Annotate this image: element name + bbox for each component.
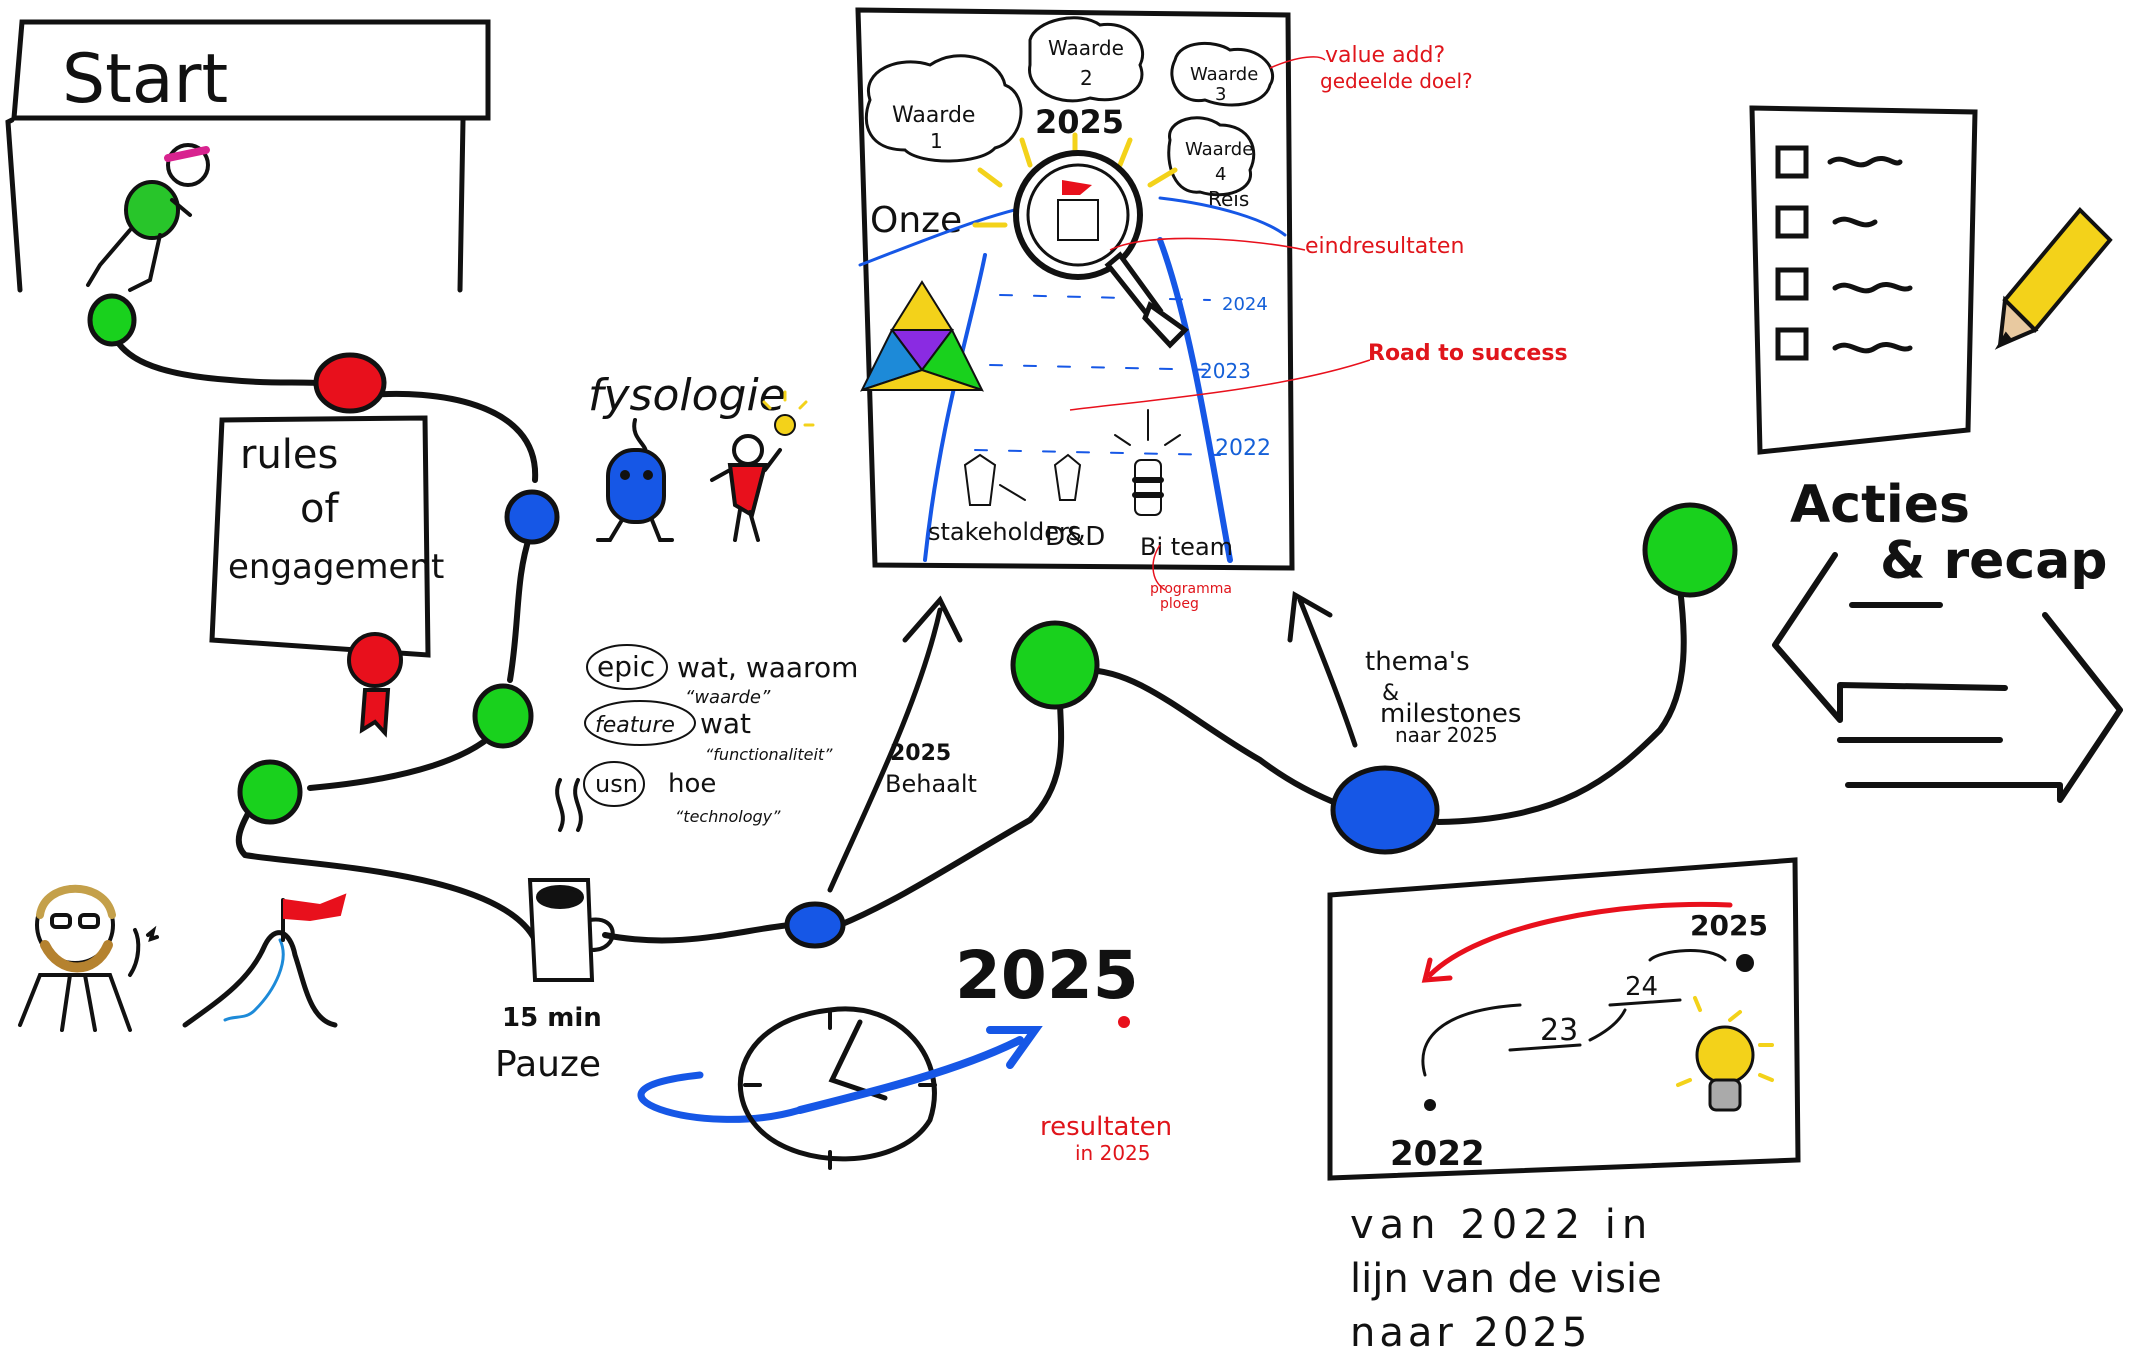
concept-term: feature xyxy=(595,713,675,738)
group-label: stakeholders xyxy=(928,518,1081,546)
node-blue xyxy=(1330,765,1440,855)
red-person-figure xyxy=(710,434,782,542)
value-label: Waarde xyxy=(1190,64,1258,85)
clock-note-1: resultaten xyxy=(1040,1112,1172,1142)
node-green xyxy=(237,759,303,825)
value-clouds xyxy=(864,16,1274,197)
annotation-lines xyxy=(1069,56,1371,591)
vision-year: 2025 xyxy=(1035,103,1124,141)
value-num: 4 xyxy=(1215,164,1226,185)
group-label: Bi team xyxy=(1140,533,1233,561)
node-green xyxy=(472,683,534,749)
concept-term: usn xyxy=(595,770,638,798)
rules-line-2: of xyxy=(300,486,339,532)
rules-line-3: engagement xyxy=(228,547,444,587)
idea-bulb-icon xyxy=(1695,1025,1755,1112)
concept-quote: “technology” xyxy=(675,807,781,826)
start-title: Start xyxy=(62,40,228,119)
behaalt-label: Behaalt xyxy=(885,770,977,798)
node-blue xyxy=(784,901,846,949)
magnifier-icon xyxy=(972,132,1189,349)
timeline-year: 2022 xyxy=(1390,1134,1485,1174)
concept-desc: hoe xyxy=(668,769,716,799)
value-label: Waarde xyxy=(892,103,975,128)
lightbulb-icon xyxy=(762,390,815,436)
timeline-year: 24 xyxy=(1625,972,1658,1002)
note-value-add: value add? xyxy=(1325,43,1445,68)
note-road-to-success: Road to success xyxy=(1368,341,1568,366)
note-eindresultaten: eindresultaten xyxy=(1305,234,1464,259)
value-num: 3 xyxy=(1215,84,1226,105)
road-year: 2024 xyxy=(1222,294,1268,315)
note-programma: programma xyxy=(1150,581,1232,597)
acties-title: Acties xyxy=(1790,475,1970,535)
runner-figure xyxy=(86,143,210,292)
timeline-year: 2025 xyxy=(1690,909,1768,942)
timeline-year: 23 xyxy=(1540,1013,1578,1048)
path-nodes xyxy=(87,293,1738,949)
journey-path xyxy=(107,319,1687,944)
fysologie-label: fysologie xyxy=(588,370,786,421)
arrow-up xyxy=(827,595,963,893)
road-year: 2022 xyxy=(1215,436,1271,461)
vision-onze: Onze xyxy=(870,200,962,241)
pause-duration: 15 min xyxy=(502,1003,602,1033)
themas-line: milestones xyxy=(1380,699,1521,729)
note-gedeelde-doel: gedeelde doel? xyxy=(1320,69,1473,93)
value-label: Waarde xyxy=(1185,139,1253,160)
coffee-cup-icon xyxy=(527,778,615,982)
value-num: 2 xyxy=(1080,66,1093,90)
pause-label: Pauze xyxy=(495,1044,601,1085)
node-red xyxy=(313,352,387,414)
road-year: 2023 xyxy=(1200,359,1251,383)
bottom-note-line: naar 2025 xyxy=(1350,1310,1591,1356)
triangle-pyramid-icon xyxy=(860,280,984,392)
clock-year: 2025 xyxy=(955,937,1139,1014)
blue-person-figure xyxy=(596,418,674,542)
behaalt-year: 2025 xyxy=(890,741,951,766)
node-green xyxy=(87,293,137,347)
concept-desc: wat xyxy=(700,707,751,740)
double-arrow-icon xyxy=(1772,552,2123,803)
clock-icon xyxy=(637,1006,1043,1170)
value-num: 1 xyxy=(930,129,943,153)
start-box xyxy=(5,19,491,293)
checklist-icon xyxy=(1749,105,1978,455)
themas-line: naar 2025 xyxy=(1395,723,1498,747)
value-label: Waarde xyxy=(1048,36,1124,60)
themas-line: thema's xyxy=(1365,647,1470,677)
node-green xyxy=(1642,502,1738,598)
node-green xyxy=(1010,620,1100,710)
note-ploeg: ploeg xyxy=(1160,596,1199,612)
group-label: D&D xyxy=(1045,522,1105,552)
red-dot xyxy=(1118,1016,1130,1028)
rules-card xyxy=(209,415,431,658)
team-figures xyxy=(963,409,1181,516)
arrow-up xyxy=(1287,590,1358,748)
mountain-flag-icon xyxy=(182,893,347,1028)
concept-quote: “waarde” xyxy=(685,687,771,708)
concept-desc: wat, waarom xyxy=(677,651,858,684)
rules-line-1: rules xyxy=(240,432,338,478)
bottom-note-line: lijn van de visie xyxy=(1350,1256,1662,1302)
concept-term: epic xyxy=(597,650,655,683)
clock-note-2: in 2025 xyxy=(1075,1141,1151,1165)
concept-quote: “functionaliteit” xyxy=(705,745,833,764)
timeline-board xyxy=(1327,857,1801,1181)
node-blue xyxy=(504,489,560,545)
presenter-avatar xyxy=(18,884,159,1032)
recap-title: & recap xyxy=(1880,531,2108,591)
bottom-note-line: van 2022 in xyxy=(1350,1202,1653,1248)
concepts-notes xyxy=(583,644,696,807)
ribbon-seal-icon xyxy=(347,632,403,738)
themas-line: & xyxy=(1382,681,1399,706)
pencil-icon xyxy=(1994,207,2113,350)
timeline-drawing xyxy=(1421,901,1774,1111)
